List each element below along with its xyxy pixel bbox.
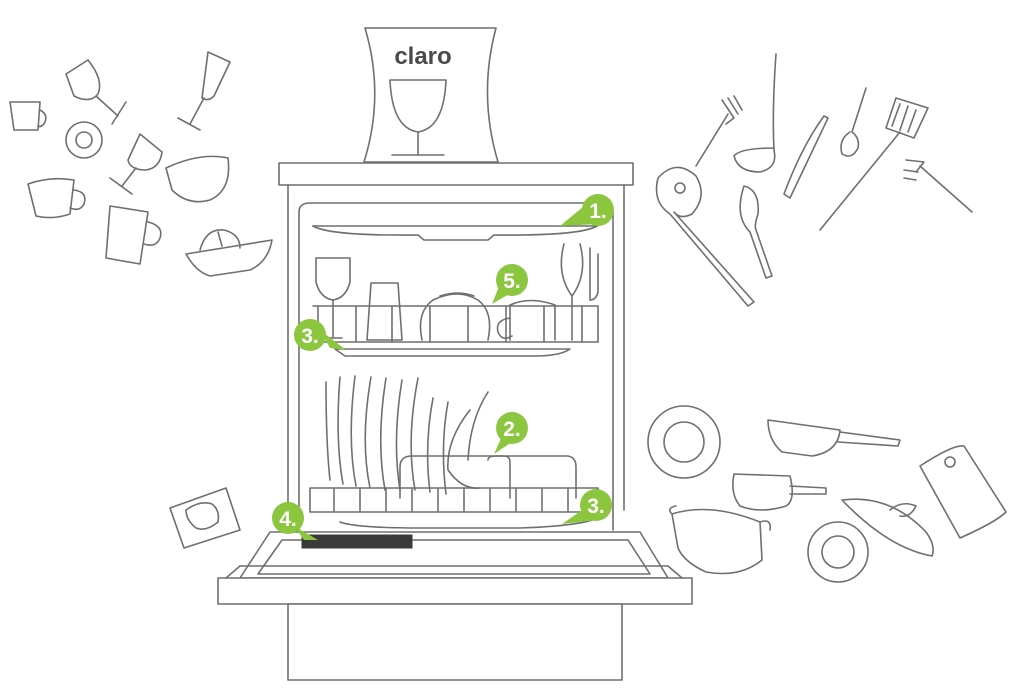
right-kitchenware — [647, 53, 1007, 583]
spoon-icon — [840, 87, 867, 157]
marker-3-lower-label: 3. — [587, 495, 605, 518]
saucer-icon — [65, 121, 103, 159]
marker-1-label: 1. — [589, 200, 607, 223]
tub-frame — [298, 202, 614, 531]
marker-3-lower: 3. — [562, 489, 612, 524]
plate-icon — [807, 521, 869, 583]
dishwasher-base — [287, 603, 623, 681]
spatula-icon — [819, 97, 929, 231]
wine-glass-icon — [109, 133, 163, 195]
claro-product-box: claro — [363, 27, 499, 163]
marker-2: 2. — [494, 412, 528, 454]
pot-lid-icon — [841, 498, 934, 557]
upper-basket — [312, 243, 599, 357]
marker-5-label: 5. — [503, 270, 521, 293]
marker-3-upper-label: 3. — [301, 325, 319, 348]
marker-3-upper: 3. — [294, 319, 346, 351]
left-kitchenware — [9, 51, 273, 277]
fork-icon — [903, 159, 973, 213]
plate-icon — [647, 405, 721, 479]
cutting-board-icon — [919, 445, 1007, 539]
wooden-spoon-icon — [655, 166, 755, 307]
spoon-icon — [739, 185, 773, 279]
dishwasher-door — [217, 531, 693, 605]
marker-4: 4. — [272, 502, 318, 540]
marker-5: 5. — [492, 264, 528, 304]
lower-basket — [309, 375, 599, 529]
brand-label: claro — [394, 43, 451, 70]
saucepan-icon — [732, 473, 827, 511]
marker-1: 1. — [560, 194, 614, 226]
wine-glass-icon — [65, 59, 127, 125]
detergent-dispenser — [301, 534, 413, 549]
marker-2-label: 2. — [503, 418, 521, 441]
countertop — [278, 162, 634, 186]
mug-icon — [105, 205, 162, 265]
citrus-juicer-icon — [185, 229, 273, 277]
callout-markers: 1. 5. 3. 2. 3. 4. — [272, 194, 614, 540]
knife-icon — [783, 115, 829, 199]
mug-icon — [27, 177, 86, 219]
ladle-icon — [733, 53, 777, 173]
dishwasher — [217, 162, 693, 681]
marker-4-label: 4. — [279, 508, 297, 531]
upper-spray-arm — [312, 225, 598, 241]
bowl-icon — [165, 155, 230, 203]
cup-icon — [9, 101, 47, 131]
champagne-flute-icon — [177, 51, 231, 131]
pot-icon — [668, 505, 772, 575]
fork-icon — [695, 95, 743, 167]
detergent-tab-icon — [169, 487, 241, 549]
frying-pan-icon — [767, 419, 901, 457]
